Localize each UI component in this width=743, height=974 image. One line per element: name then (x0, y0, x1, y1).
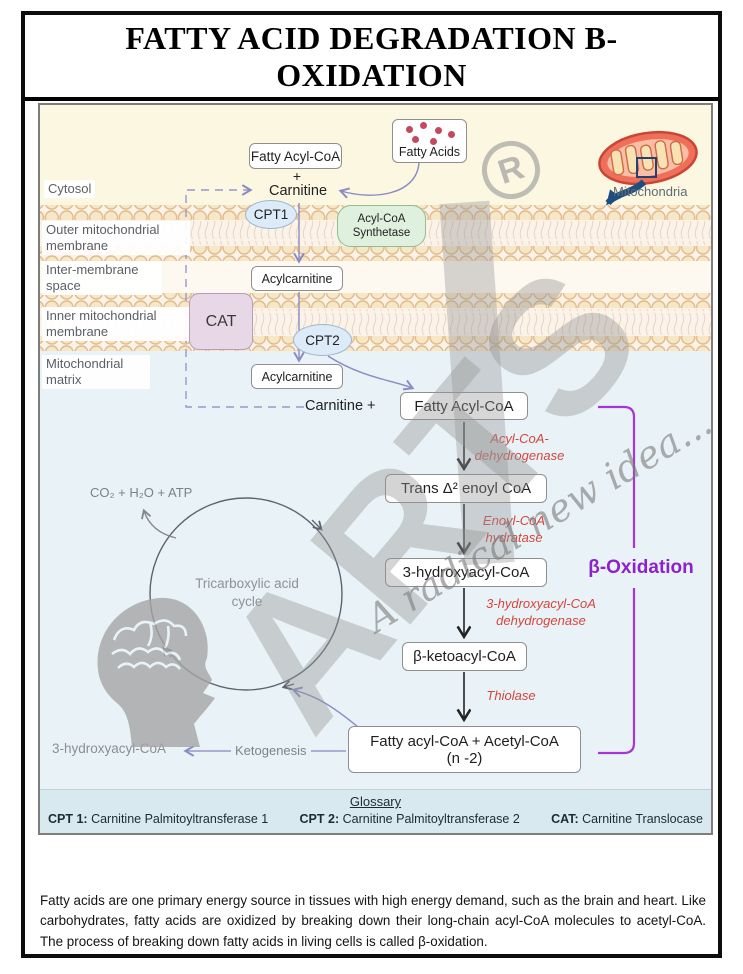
fatty-acid-dot (412, 136, 419, 143)
plus-sign: + (292, 168, 302, 184)
glossary-heading: Glossary (349, 794, 402, 809)
node-fatty-acids: Fatty Acids (392, 119, 467, 163)
glossary-abbr: CPT 1: (48, 812, 88, 826)
carnitine-label: Carnitine (268, 183, 328, 199)
node-acylcarnitine-ims: Acylcarnitine (251, 266, 343, 291)
fatty-acid-dot (430, 138, 437, 145)
enzyme-enoyl-coa-hydratase: Enoyl-CoA hydratase (482, 513, 546, 545)
glossary-abbr: CPT 2: (299, 812, 340, 826)
fatty-acids-activation-arrow (341, 162, 420, 195)
glossary-bar: Glossary CPT 1: Carnitine Palmitoyltrans… (40, 789, 711, 834)
product-line2: (n -2) (446, 749, 483, 767)
tca-cycle-label: Tricarboxylic acid cycle (195, 576, 299, 609)
fatty-acid-dot (420, 122, 427, 129)
beta-oxidation-bracket (598, 405, 636, 755)
region-label-matrix: Mitochondrial matrix (42, 355, 150, 389)
glossary-full: Carnitine Translocase (582, 812, 703, 826)
fatty-acid-dot (406, 126, 413, 133)
tca-outputs-label: CO₂ + H₂O + ATP (90, 485, 193, 500)
node-beta-ketoacyl-coa: β-ketoacyl-CoA (402, 642, 527, 671)
node-fatty-acyl-coa-cytosol: Fatty Acyl-CoA (249, 143, 342, 169)
node-product: Fatty acyl-CoA + Acetyl-CoA (n -2) (348, 726, 581, 773)
region-label-cytosol: Cytosol (44, 180, 96, 198)
description-paragraph: Fatty acids are one primary energy sourc… (40, 893, 706, 949)
page-title: FATTY ACID DEGRADATION B-OXIDATION (21, 20, 722, 101)
region-label-inner-membrane: Inner mitochondrial membrane (42, 307, 190, 341)
fatty-acid-dot (448, 131, 455, 138)
carnitine-recycle-dashed-arrow (185, 190, 304, 408)
carnitine-plus-label: Carnitine + (305, 398, 376, 414)
fatty-acid-dot (435, 127, 442, 134)
node-cpt1: CPT1 (245, 200, 297, 229)
acetyl-coa-to-tca-arrow (294, 690, 359, 728)
mitochondria-label: Mitochondria (613, 184, 688, 199)
enzyme-thiolase: Thiolase (486, 688, 536, 703)
cpt2-to-fatty-acyl-coa-arrow (327, 355, 412, 388)
co2-output-arrow (144, 511, 177, 539)
node-3-hydroxyacyl-coa: 3-hydroxyacyl-CoA (385, 558, 547, 587)
mitochondria-import-arrow (605, 179, 647, 206)
enzyme-3-hydroxyacyl-coa-dehydrogenase: 3-hydroxyacyl-CoA dehydrogenase (486, 596, 596, 628)
ketogenesis-label: Ketogenesis (231, 743, 311, 758)
node-acylcarnitine-matrix: Acylcarnitine (251, 364, 343, 389)
enzyme-acyl-coa-dehydrogenase: Acyl-CoA-dehydrogenase (474, 431, 565, 463)
node-fatty-acyl-coa-matrix: Fatty Acyl-CoA (400, 392, 528, 420)
region-label-outer-membrane: Outer mitochondrial membrane (42, 221, 190, 255)
node-trans-enoyl-coa: Trans Δ² enoyl CoA (385, 474, 547, 503)
glossary-full: Carnitine Palmitoyltransferase 2 (342, 812, 520, 826)
node-cat: CAT (189, 293, 253, 350)
glossary-entry-cat: CAT: Carnitine Translocase (551, 812, 703, 826)
glossary-entry-cpt2: CPT 2: Carnitine Palmitoyltransferase 2 (300, 812, 520, 826)
node-cpt2: CPT2 (293, 324, 352, 356)
node-acyl-coa-synthetase: Acyl-CoA Synthetase (337, 205, 426, 247)
mitochondria-zoom-square (636, 157, 657, 178)
beta-oxidation-label: β-Oxidation (588, 557, 694, 578)
glossary-full: Carnitine Palmitoyltransferase 1 (91, 812, 269, 826)
region-label-intermembrane-space: Inter-membrane space (42, 261, 162, 295)
glossary-entry-cpt1: CPT 1: Carnitine Palmitoyltransferase 1 (48, 812, 268, 826)
glossary-abbr: CAT: (551, 812, 579, 826)
ketone-product-label: 3-hydroxyacyl-CoA (52, 741, 167, 756)
product-line1: Fatty acyl-CoA + Acetyl-CoA (370, 732, 559, 750)
cytosol-region (40, 105, 711, 205)
